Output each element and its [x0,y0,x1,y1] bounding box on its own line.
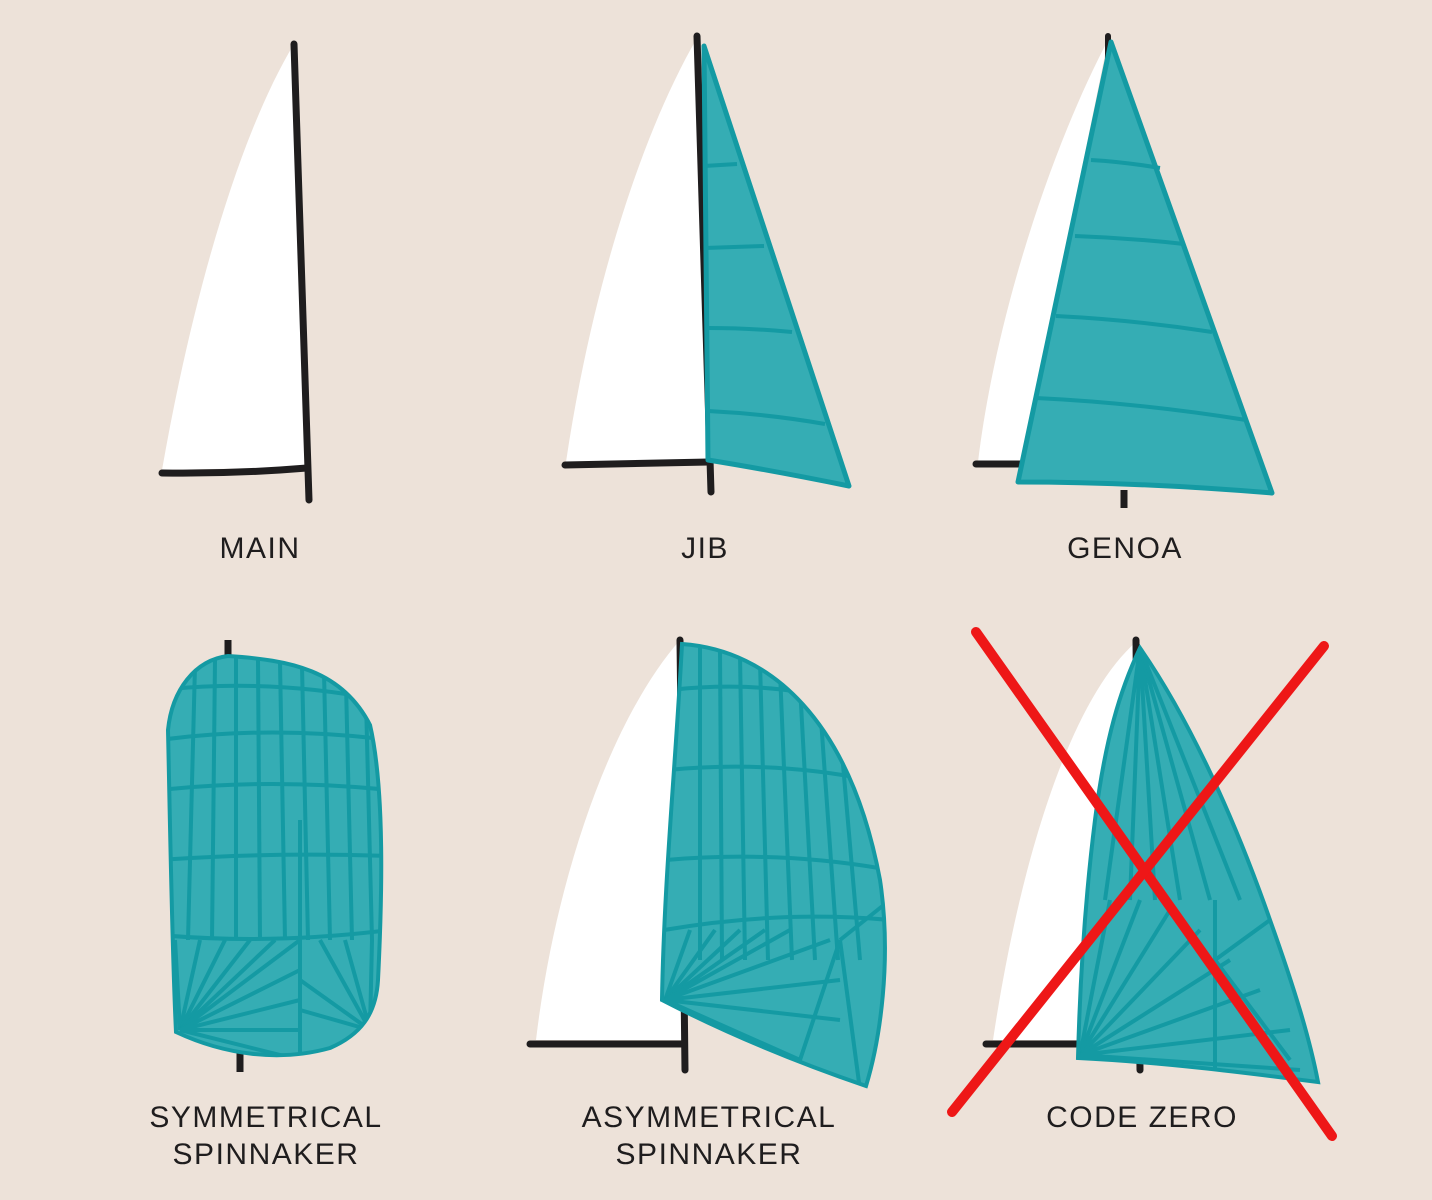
label-symmetrical-line2: SPINNAKER [173,1138,360,1171]
label-jib: JIB [681,532,729,565]
label-asymmetrical-line2: SPINNAKER [616,1138,803,1171]
label-genoa: GENOA [1067,532,1183,565]
genoa-sail-icon [972,33,1275,508]
asymmetrical-spinnaker-icon [526,636,887,1089]
label-code-zero: CODE ZERO [1046,1101,1238,1134]
jib-sail-icon [561,32,852,496]
label-main: MAIN [220,532,301,565]
red-cross-icon [947,627,1337,1141]
mainsail-icon [158,40,313,504]
label-symmetrical-line1: SYMMETRICAL [149,1101,382,1134]
label-asymmetrical-line1: ASYMMETRICAL [582,1101,837,1134]
symmetrical-spinnaker-icon [165,640,384,1072]
